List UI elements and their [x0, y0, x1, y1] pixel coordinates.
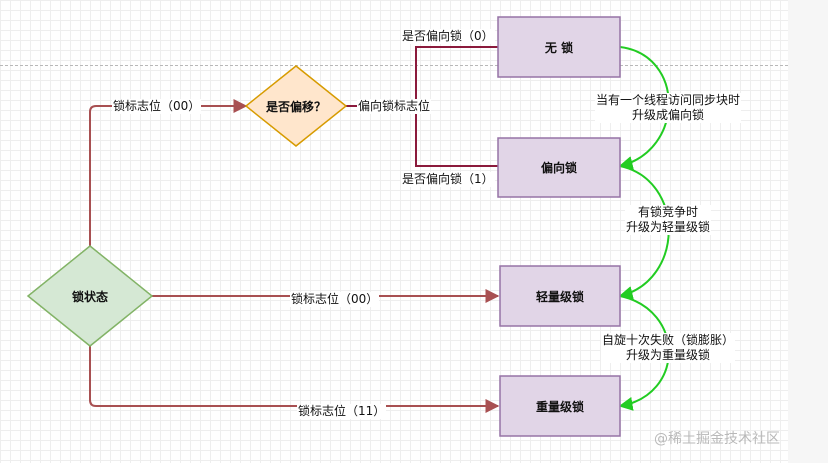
edge-label-lock-flag-00-mid: 锁标志位（00）: [290, 292, 380, 307]
lock-state-diamond[interactable]: [26, 245, 154, 347]
no-lock-label: 无 锁: [544, 40, 574, 55]
no-lock-box[interactable]: [497, 16, 621, 78]
is-biased-diamond[interactable]: [244, 65, 348, 147]
biased-lock-box[interactable]: [497, 137, 621, 198]
watermark: @稀土掘金技术社区: [654, 431, 780, 447]
heavyweight-lock-label: 重量级锁: [535, 399, 584, 414]
upgrade-label-to-heavyweight: 自旋十次失败（锁膨胀） 升级为重量级锁: [600, 333, 736, 363]
lightweight-lock-label: 轻量级锁: [535, 289, 584, 304]
biased-lock-label: 偏向锁: [540, 161, 577, 175]
page-boundary-guide: [0, 65, 788, 66]
upgrade-label-to-lightweight: 有锁竞争时 升级为轻量级锁: [624, 205, 712, 235]
edge-is-biased-to-no-lock[interactable]: [346, 46, 498, 107]
upgrade-label-to-heavyweight-line2: 升级为重量级锁: [625, 348, 711, 362]
edge-label-biased-flag: 偏向锁标志位: [357, 99, 432, 114]
heavyweight-lock-box[interactable]: [499, 375, 621, 437]
lock-state-label: 锁状态: [71, 289, 108, 304]
right-panel-strip: [788, 0, 828, 463]
edge-label-is-biased-0: 是否偏向锁（0）: [401, 29, 495, 44]
upgrade-label-to-lightweight-line1: 有锁竞争时: [637, 205, 699, 219]
edge-label-lock-flag-11: 锁标志位（11）: [297, 404, 387, 419]
upgrade-label-to-biased: 当有一个线程访问同步块时 升级成偏向锁: [594, 93, 742, 123]
edge-label-is-biased-1: 是否偏向锁（1）: [401, 172, 495, 187]
upgrade-label-to-lightweight-line2: 升级为轻量级锁: [625, 220, 711, 234]
lightweight-lock-box[interactable]: [499, 265, 621, 327]
upgrade-label-to-biased-line2: 升级成偏向锁: [631, 108, 705, 122]
is-biased-label: 是否偏移？: [265, 99, 326, 114]
upgrade-label-to-biased-line1: 当有一个线程访问同步块时: [595, 93, 741, 107]
upgrade-label-to-heavyweight-line1: 自旋十次失败（锁膨胀）: [601, 333, 735, 347]
edge-label-lock-flag-00-top: 锁标志位（00）: [112, 99, 202, 114]
edge-state-to-is-biased[interactable]: [89, 99, 248, 246]
edge-is-biased-to-biased-lock[interactable]: [415, 106, 498, 167]
edge-state-to-heavyweight[interactable]: [89, 346, 500, 413]
